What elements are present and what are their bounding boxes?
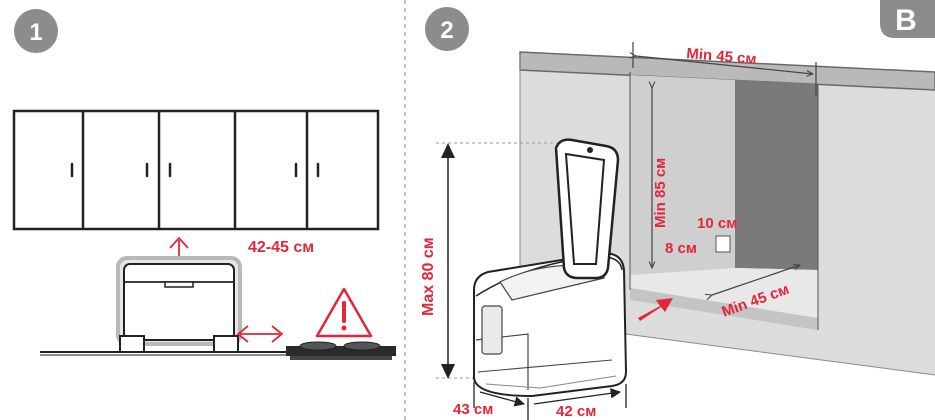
step-number-1: 1 xyxy=(29,19,42,46)
wall-cabinets xyxy=(12,109,380,231)
step-number-2: 2 xyxy=(440,17,453,44)
niche-depth-dimension xyxy=(712,265,800,295)
countertop xyxy=(40,351,300,356)
panel-2: 2 B Min 45 см Mi xyxy=(420,0,935,420)
section-badge: B xyxy=(880,0,935,38)
section-letter: B xyxy=(895,4,917,37)
insert-arrow-icon xyxy=(638,298,673,321)
vent-height-label: 8 см xyxy=(665,240,697,257)
gap-label: 42-45 см xyxy=(248,239,314,256)
box-depth-label: 43 см xyxy=(453,401,493,418)
step-badge-2: 2 xyxy=(425,7,469,51)
niche-width-label: Min 45 см xyxy=(686,45,758,68)
box-height-label: Max 80 см xyxy=(420,237,437,316)
panel-1: 1 42-45 см xyxy=(12,9,396,360)
appliance-front xyxy=(116,256,242,353)
warning-icon xyxy=(315,287,373,338)
box-footprint-dimension xyxy=(473,382,627,420)
cooktop xyxy=(286,341,396,360)
cabinet-handles xyxy=(70,162,320,178)
appliance-perspective xyxy=(473,138,628,398)
step-badge-1: 1 xyxy=(14,9,58,53)
niche-width-dimension xyxy=(633,42,817,96)
side-gap-arrow xyxy=(236,325,284,343)
box-width-label: 42 см xyxy=(556,403,596,420)
box-height-dimension xyxy=(436,142,560,379)
vent-width-label: 10 см xyxy=(697,215,737,232)
niche-height-label: Min 85 см xyxy=(652,158,669,228)
